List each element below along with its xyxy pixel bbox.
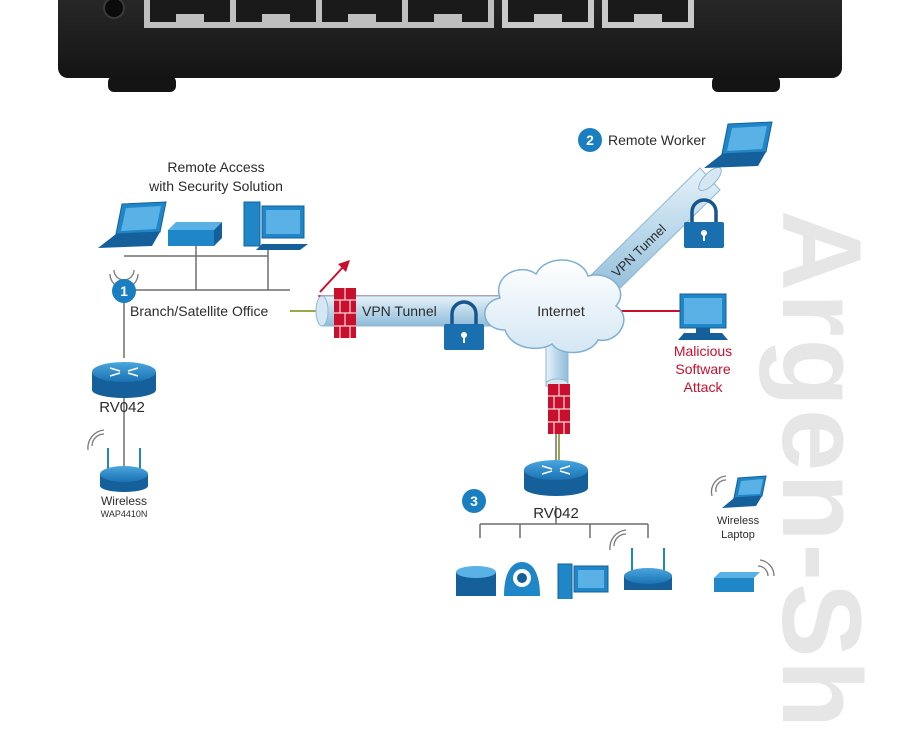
vpn-tunnel-left-label: VPN Tunnel [362,303,437,319]
remote-worker-label: Remote Worker [608,132,706,148]
switch-hardware [58,0,842,92]
port-4 [408,0,488,22]
badge-3: 3 [462,489,486,513]
padlock-left-icon [444,300,484,350]
rv042-bottom-label: RV042 [533,505,579,522]
svg-text:1: 1 [120,283,128,299]
rv042-left-label: RV042 [99,399,145,416]
ethernet-ports [144,0,694,28]
router-rv042-left [92,362,156,398]
wireless-device-icon [714,559,775,592]
firewall-left [334,288,356,338]
office-wireless-ap-icon [609,529,672,590]
branch-office-label: Branch/Satellite Office [130,303,268,319]
desktop-computer-icon [243,201,308,250]
malicious-label-line1: Malicious [674,343,732,359]
wireless-ap-model-label: WAP4410N [101,509,148,519]
laptop-icon [98,201,167,248]
svg-text:3: 3 [470,493,478,509]
wireless-laptop-label-line1: Wireless [717,515,760,527]
wireless-ap-icon [87,429,148,492]
wireless-laptop-label-line2: Laptop [721,529,755,541]
ip-camera-icon [504,562,540,596]
print-server-icon [168,222,222,246]
storage-icon [456,566,496,596]
remote-access-subtitle: with Security Solution [148,178,283,194]
malicious-label-line3: Attack [684,379,724,395]
power-led [103,0,125,19]
firewall-bottom [548,384,570,434]
port-3 [322,0,402,22]
padlock-right-icon [684,198,724,248]
badge-1: 1 [112,279,136,303]
remote-worker-laptop-icon [704,121,773,168]
svg-text:2: 2 [586,132,594,148]
router-rv042-bottom [524,460,588,496]
remote-access-label: Remote Access [167,159,264,175]
wireless-ap-label: Wireless [101,494,147,508]
port-1 [150,0,230,22]
wireless-laptop-icon [710,475,767,508]
malicious-label-line2: Software [675,361,730,377]
port-6 [608,0,688,22]
office-desktop-icon [557,563,609,599]
network-diagram: 1 2 3 Remote Access with Security Soluti… [58,0,842,599]
port-5 [508,0,588,22]
port-2 [236,0,316,22]
attacker-monitor-icon [678,293,728,340]
badge-2: 2 [578,128,602,152]
connection-lines [123,246,649,538]
internet-cloud [484,259,625,354]
attack-arrow [319,260,350,293]
internet-label: Internet [537,303,585,319]
